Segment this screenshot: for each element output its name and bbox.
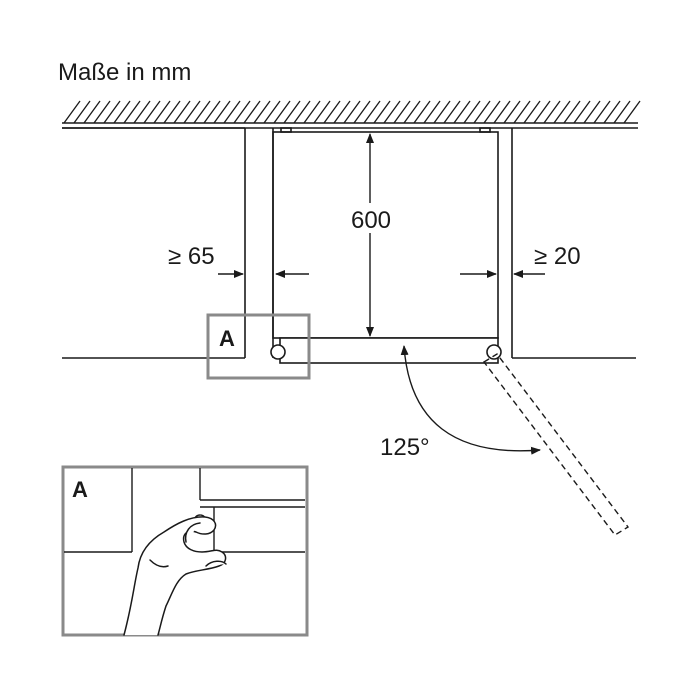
hatch-line bbox=[103, 100, 121, 124]
hatch-line bbox=[593, 100, 611, 124]
hatch-line bbox=[153, 100, 171, 124]
hatch-line bbox=[373, 100, 391, 124]
ceiling-hatching bbox=[63, 100, 641, 124]
hatch-line bbox=[573, 100, 591, 124]
hatch-line bbox=[533, 100, 551, 124]
hatch-line bbox=[283, 100, 301, 124]
hatch-line bbox=[213, 100, 231, 124]
hatch-line bbox=[453, 100, 471, 124]
right-clearance-label: ≥ 20 bbox=[534, 243, 581, 270]
opening-angle: 125° bbox=[380, 345, 541, 461]
hatch-line bbox=[83, 100, 101, 124]
hatch-line bbox=[583, 100, 601, 124]
open-door-outline bbox=[482, 353, 630, 536]
hatch-line bbox=[243, 100, 261, 124]
hatch-line bbox=[483, 100, 501, 124]
hatch-line bbox=[203, 100, 221, 124]
detail-inset: A bbox=[61, 465, 309, 637]
hatch-line bbox=[263, 100, 281, 124]
hatch-line bbox=[553, 100, 571, 124]
hatch-line bbox=[303, 100, 321, 124]
appliance-niche bbox=[272, 128, 636, 359]
height-label: 600 bbox=[351, 207, 391, 234]
detail-marker: A bbox=[206, 313, 311, 380]
hatch-line bbox=[413, 100, 431, 124]
ceiling bbox=[62, 100, 641, 129]
appliance-door bbox=[270, 337, 502, 364]
detail-marker-label: A bbox=[219, 326, 235, 351]
hatch-line bbox=[473, 100, 491, 124]
hatch-line bbox=[233, 100, 251, 124]
detail-inset-label: A bbox=[72, 477, 88, 502]
hatch-line bbox=[293, 100, 311, 124]
hatch-line bbox=[363, 100, 381, 124]
hatch-line bbox=[273, 100, 291, 124]
hatch-line bbox=[433, 100, 451, 124]
right-clearance-dimension: ≥ 20 bbox=[460, 243, 581, 278]
hatch-line bbox=[403, 100, 421, 124]
hatch-line bbox=[523, 100, 541, 124]
hatch-line bbox=[563, 100, 581, 124]
hatch-line bbox=[183, 100, 201, 124]
hatch-line bbox=[443, 100, 461, 124]
hatch-line bbox=[613, 100, 631, 124]
height-dimension: 600 bbox=[345, 133, 397, 337]
hatch-line bbox=[543, 100, 561, 124]
hatch-line bbox=[173, 100, 191, 124]
hatch-line bbox=[193, 100, 211, 124]
hatch-line bbox=[223, 100, 241, 124]
hatch-line bbox=[493, 100, 511, 124]
hatch-line bbox=[393, 100, 411, 124]
hand-icon bbox=[123, 516, 227, 636]
hatch-line bbox=[623, 100, 641, 124]
hatch-line bbox=[513, 100, 531, 124]
hatch-line bbox=[423, 100, 441, 124]
hatch-line bbox=[143, 100, 161, 124]
hatch-line bbox=[463, 100, 481, 124]
hatch-line bbox=[63, 100, 81, 124]
hatch-line bbox=[323, 100, 341, 124]
hatch-line bbox=[133, 100, 151, 124]
left-clearance-label: ≥ 65 bbox=[168, 243, 215, 270]
left-cabinet bbox=[62, 127, 246, 359]
hatch-line bbox=[163, 100, 181, 124]
hatch-line bbox=[93, 100, 111, 124]
hatch-line bbox=[253, 100, 271, 124]
hatch-line bbox=[503, 100, 521, 124]
hatch-line bbox=[73, 100, 91, 124]
hatch-line bbox=[603, 100, 621, 124]
hatch-line bbox=[333, 100, 351, 124]
left-clearance-dimension: ≥ 65 bbox=[168, 243, 309, 278]
hatch-line bbox=[343, 100, 361, 124]
angle-label: 125° bbox=[380, 434, 430, 461]
hatch-line bbox=[313, 100, 331, 124]
hatch-line bbox=[383, 100, 401, 124]
units-title: Maße in mm bbox=[58, 59, 191, 86]
hatch-line bbox=[353, 100, 371, 124]
hatch-line bbox=[123, 100, 141, 124]
hatch-line bbox=[113, 100, 131, 124]
